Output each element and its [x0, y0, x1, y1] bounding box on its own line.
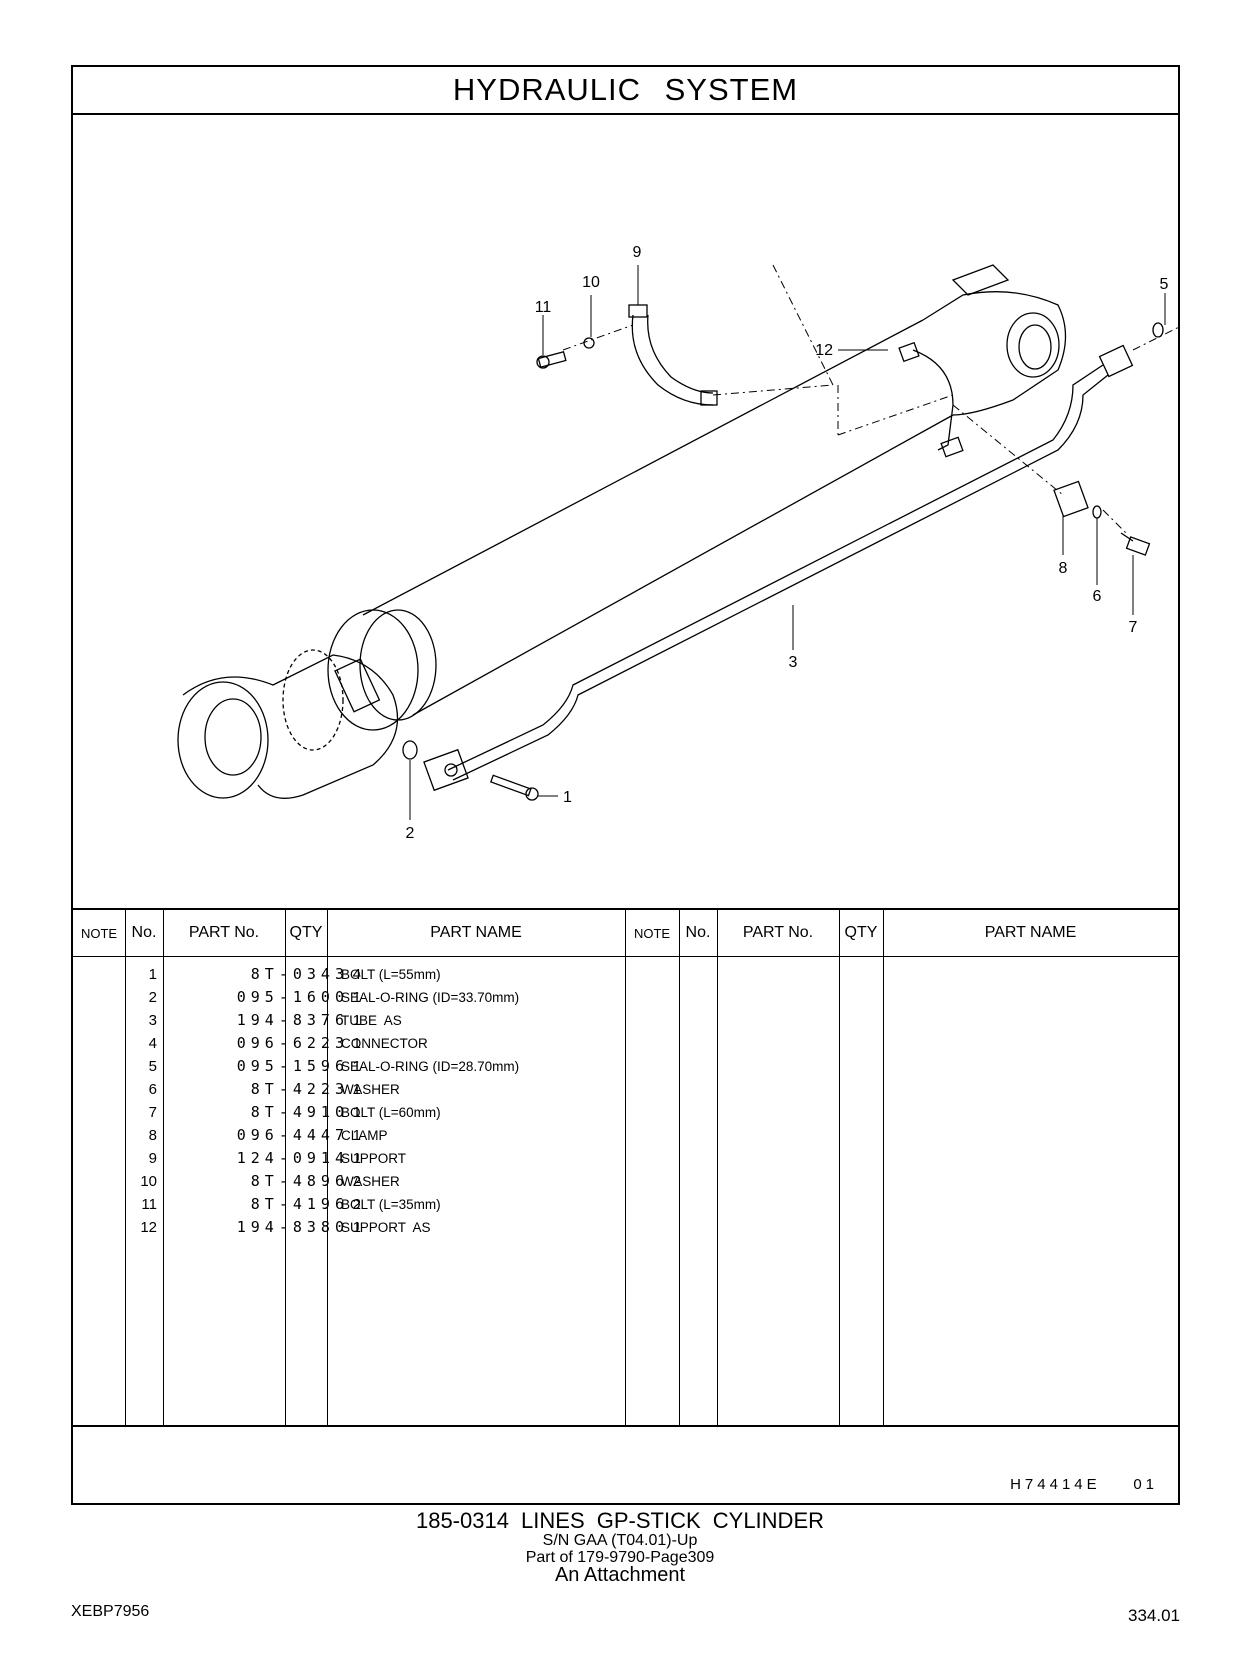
callout-11: 11: [535, 299, 552, 316]
head-eye-outer: [1006, 312, 1060, 378]
support-9-inner: [647, 314, 714, 394]
col-divider: [717, 910, 718, 1425]
col-divider: [163, 910, 164, 1425]
bolt-11-head: [536, 355, 550, 369]
col-divider: [327, 910, 328, 1425]
header-part-name-2: PART NAME: [984, 924, 1077, 941]
callout-3: 3: [789, 654, 798, 671]
header-part-no: PART No.: [188, 924, 260, 941]
port-flange: [334, 658, 381, 713]
callout-9: 9: [633, 244, 642, 261]
col-divider: [883, 910, 884, 1425]
callout-12: 12: [815, 342, 833, 359]
clamp-8: [1053, 480, 1089, 518]
document-id: XEBP7956: [71, 1603, 150, 1620]
bolt-7-shank: [1120, 532, 1134, 542]
col-divider: [125, 910, 126, 1425]
drawing-number: H74414E 01: [1010, 1476, 1158, 1493]
tube-nut: [1098, 344, 1134, 378]
parts-list-table: NOTE No. PART No. QTY PART NAME NOTE No.…: [73, 908, 1178, 1425]
parent-reference: Part of 179-9790-Page309: [525, 1549, 715, 1566]
attachment-note: An Attachment: [554, 1564, 686, 1586]
exploded-diagram: 9 10 11 12 5 4 8 6 7 3 2 1: [73, 115, 1217, 908]
clamp-bore: [444, 763, 458, 777]
tube-as-3-edge: [452, 374, 1109, 781]
col-divider: [679, 910, 680, 1425]
head-flange: [951, 264, 1010, 296]
callout-8: 8: [1059, 560, 1068, 577]
gland-ring: [327, 609, 419, 731]
rod-eye-inner: [204, 698, 262, 776]
barrel-top-edge: [362, 319, 924, 616]
header-note: NOTE: [80, 925, 118, 941]
head-end-body: [922, 291, 1067, 416]
support-tab-top: [898, 341, 920, 363]
gland-threads: [282, 649, 344, 751]
gland-ring-2: [359, 609, 437, 721]
col-divider: [839, 910, 840, 1425]
header-divider: [73, 956, 1178, 957]
head-eye-inner: [1018, 324, 1052, 370]
col-divider: [285, 910, 286, 1425]
header-qty: QTY: [289, 924, 323, 941]
support-9-tab-bottom: [700, 390, 718, 406]
barrel-bottom-edge: [412, 414, 954, 716]
callout-2: 2: [406, 825, 415, 842]
header-part-no-2: PART No.: [742, 924, 814, 941]
cylinder-illustration: 9 10 11 12 5 4 8 6 7 3 2 1: [177, 244, 1217, 842]
support-9: [631, 314, 714, 406]
tube-as-3: [447, 364, 1104, 771]
clamp-block-rod-end: [423, 748, 469, 792]
callout-7: 7: [1129, 619, 1138, 636]
callout-6: 6: [1093, 588, 1102, 605]
col-divider: [625, 910, 626, 1425]
bolt-7-head: [1125, 536, 1151, 556]
page-number: 334.01: [1128, 1606, 1180, 1625]
callout-10: 10: [582, 274, 600, 291]
support-as-12: [912, 349, 954, 451]
seal-o-ring-5: [1152, 322, 1164, 338]
seal-o-ring-2: [402, 740, 418, 760]
washer-6: [1092, 505, 1102, 519]
rod-end-body: [182, 654, 399, 799]
parts-page-frame: HYDRAULIC SYSTEM: [71, 65, 1217, 1505]
section-title: HYDRAULIC SYSTEM: [73, 67, 1178, 115]
bolt-11: [537, 350, 567, 368]
bolt-1-head: [525, 787, 539, 801]
support-tab-bottom: [940, 436, 964, 458]
bolt-1: [490, 774, 532, 797]
callout-5: 5: [1160, 276, 1169, 293]
header-qty-2: QTY: [844, 924, 878, 941]
header-no: No.: [131, 924, 157, 941]
support-9-tab-top: [628, 304, 648, 318]
callout-1: 1: [563, 789, 572, 806]
header-no-2: No.: [685, 924, 711, 941]
header-note-2: NOTE: [633, 925, 671, 941]
drawing-footer: H74414E 01: [73, 1425, 1178, 1503]
serial-range: S/N GAA (T04.01)-Up: [542, 1532, 698, 1549]
rod-eye-outer: [177, 681, 269, 799]
header-part-name: PART NAME: [430, 924, 522, 941]
group-title: 185-0314 LINES GP-STICK CYLINDER: [415, 1508, 825, 1533]
